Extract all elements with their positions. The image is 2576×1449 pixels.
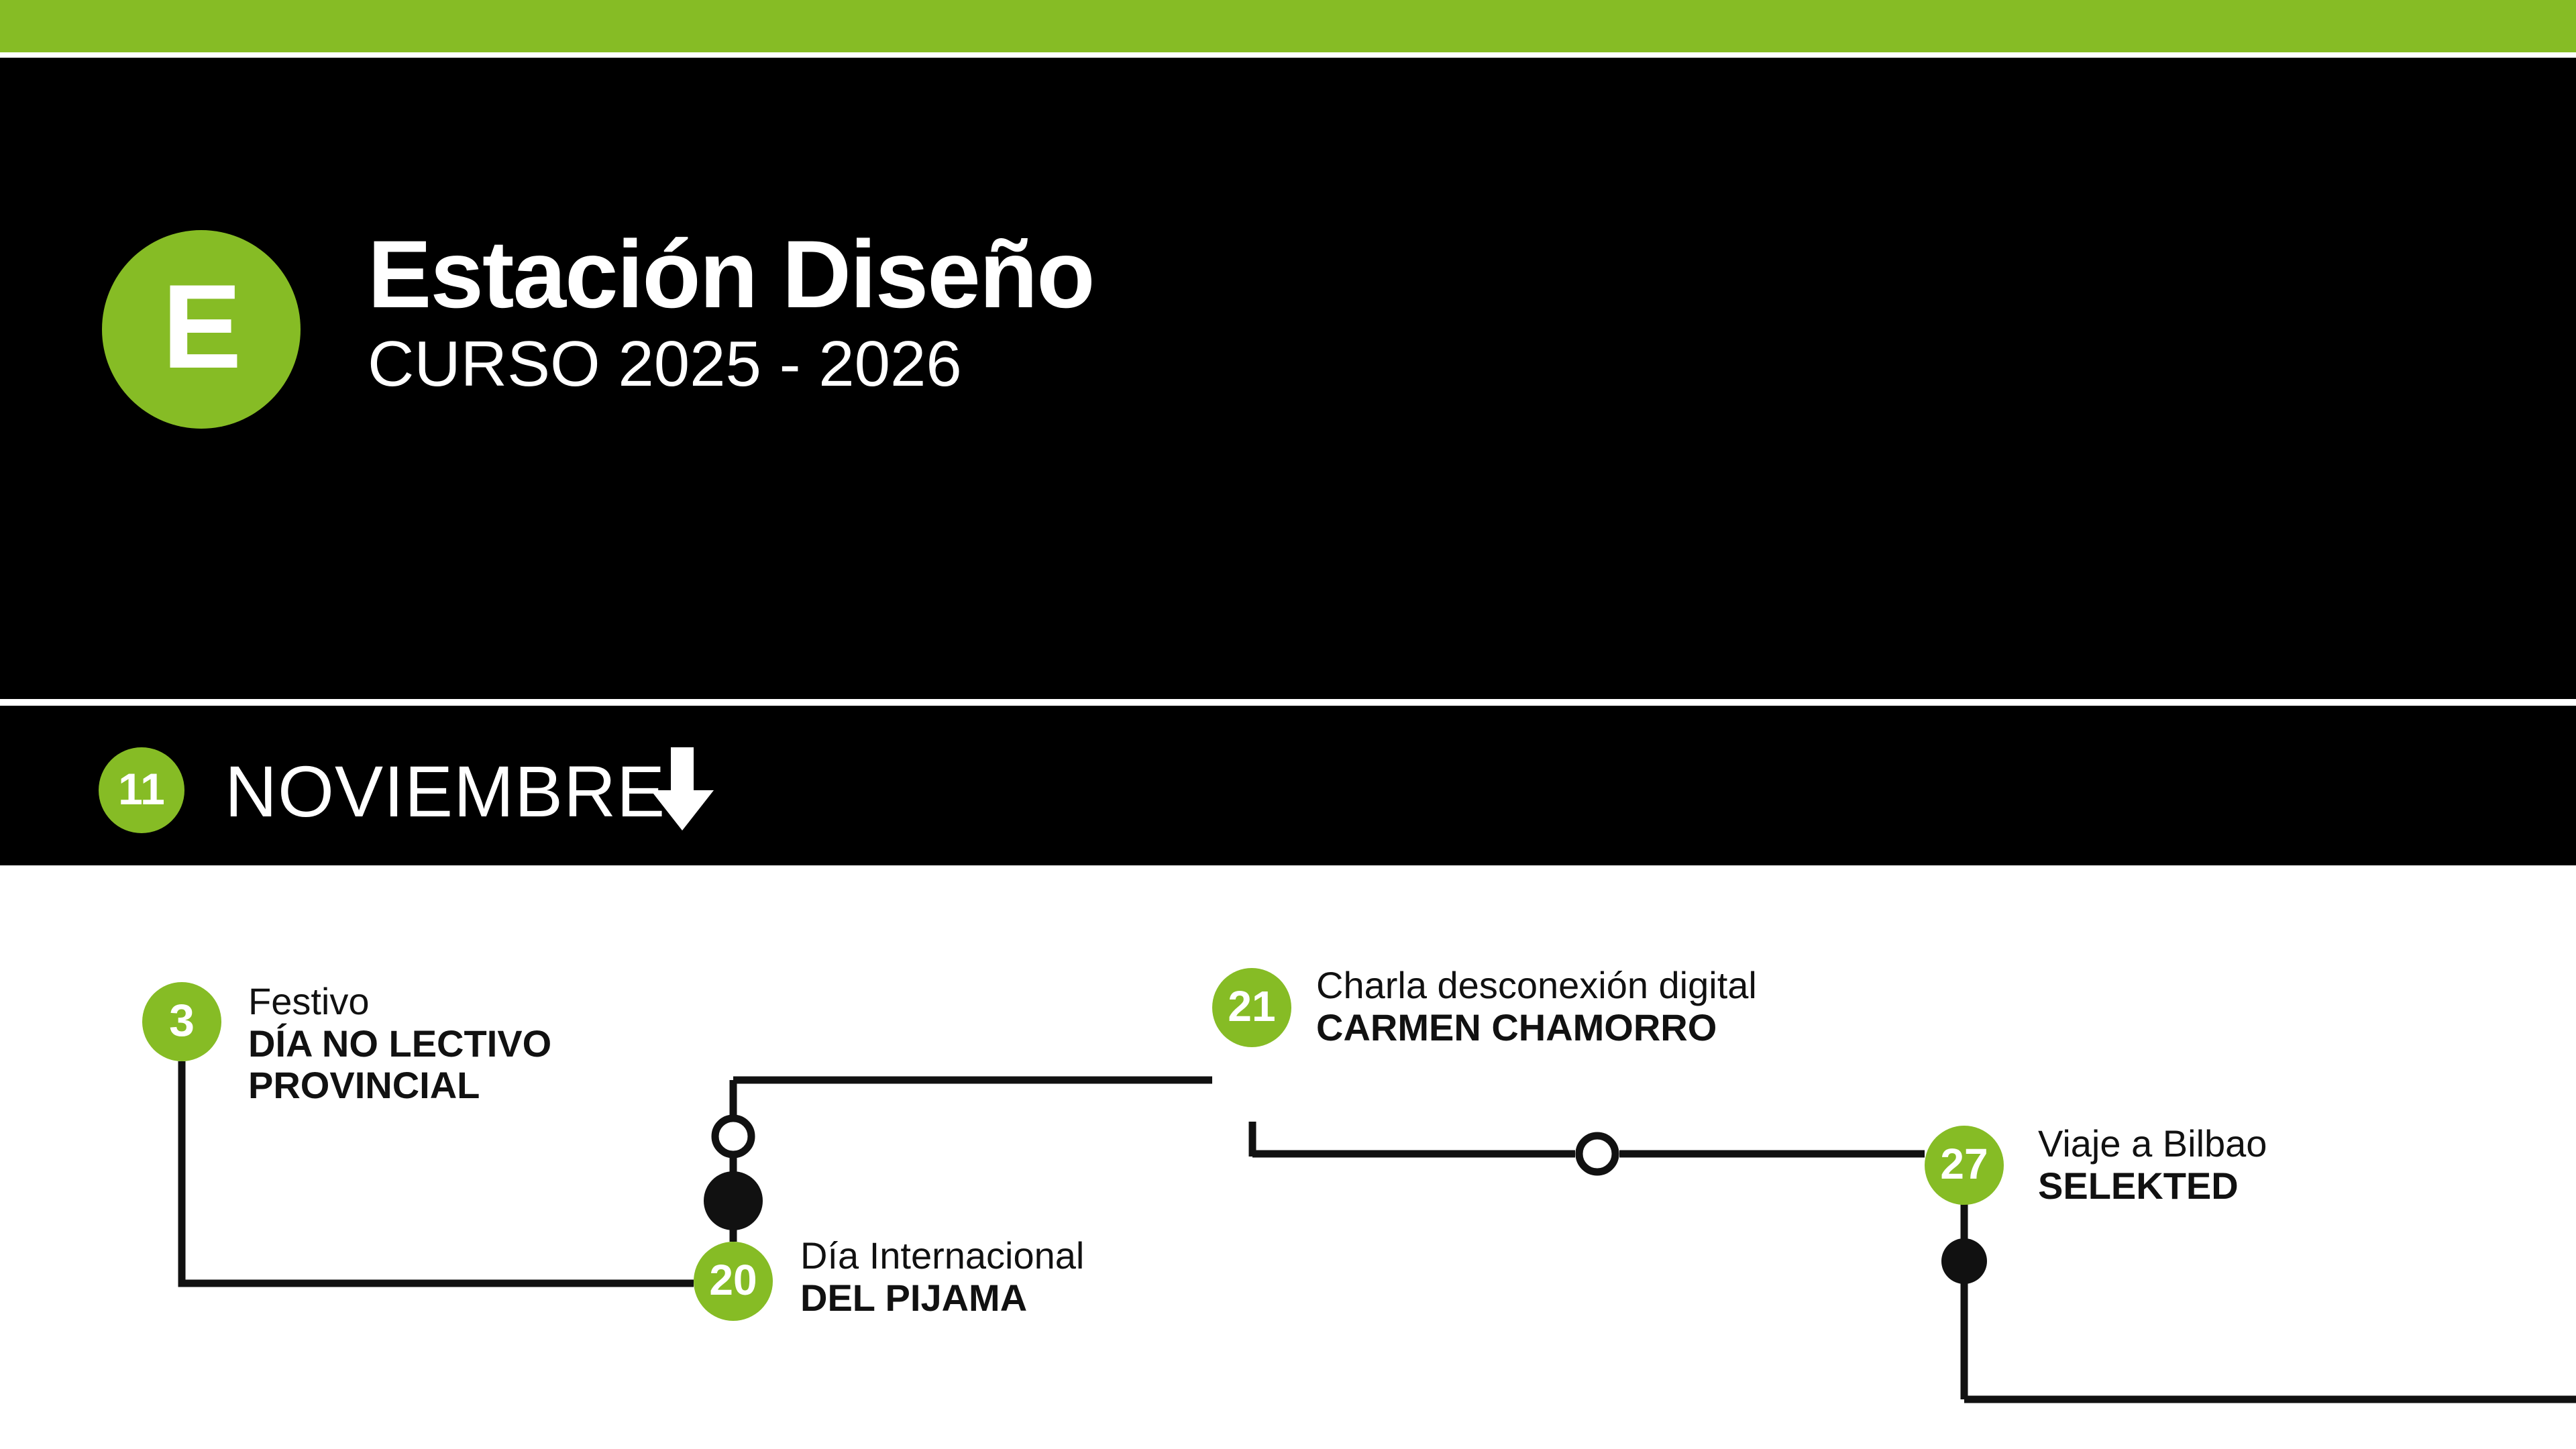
event-label-20: Día Internacional DEL PIJAMA [800, 1234, 1085, 1319]
event-label-21: Charla desconexión digital CARMEN CHAMOR… [1316, 964, 1757, 1049]
day-number: 27 [1940, 1140, 1988, 1188]
header-hairline-divider [0, 699, 2576, 706]
event-title: DÍA NO LECTIVO [248, 1022, 552, 1065]
timeline-filled-node [1941, 1238, 1987, 1284]
month-name-label: NOVIEMBRE [225, 751, 666, 832]
event-subtitle: Charla desconexión digital [1316, 964, 1757, 1006]
timeline-connector-lines [178, 1061, 2576, 1403]
accent-gap-divider [0, 52, 2576, 58]
event-label-3: Festivo DÍA NO LECTIVO PROVINCIAL [248, 980, 552, 1107]
event-subtitle: Día Internacional [800, 1234, 1085, 1277]
timeline-canvas [0, 865, 2576, 1449]
timeline-filled-node [704, 1171, 763, 1230]
day-badge-20[interactable]: 20 [694, 1242, 773, 1321]
page-title: Estación Diseño [368, 221, 1095, 328]
day-number: 21 [1228, 982, 1276, 1030]
month-number: 11 [118, 764, 165, 814]
day-number: 3 [169, 995, 195, 1046]
event-title: DEL PIJAMA [800, 1276, 1028, 1319]
event-subtitle: Festivo [248, 980, 370, 1022]
arrow-down-icon [639, 746, 726, 835]
logo-letter: E [162, 260, 242, 393]
event-title-cont: PROVINCIAL [248, 1064, 480, 1107]
logo-badge: E [102, 230, 301, 429]
event-title: SELEKTED [2038, 1164, 2239, 1207]
event-title: CARMEN CHAMORRO [1316, 1006, 1717, 1049]
event-subtitle: Viaje a Bilbao [2038, 1122, 2267, 1165]
month-band [0, 706, 2576, 865]
event-label-27: Viaje a Bilbao SELEKTED [2038, 1122, 2267, 1207]
page-subtitle: CURSO 2025 - 2026 [368, 328, 962, 400]
day-badge-3[interactable]: 3 [142, 982, 221, 1061]
hero-header: E Estación Diseño CURSO 2025 - 2026 [0, 58, 2576, 699]
month-number-badge: 11 [99, 747, 184, 833]
hero-title-group: Estación Diseño CURSO 2025 - 2026 [368, 221, 1095, 400]
timeline-hollow-node [711, 1114, 755, 1159]
day-number: 20 [709, 1256, 757, 1304]
timeline-hollow-node [1575, 1132, 1619, 1176]
top-accent-bar [0, 0, 2576, 52]
day-badge-21[interactable]: 21 [1212, 968, 1291, 1047]
day-badge-27[interactable]: 27 [1925, 1126, 2004, 1205]
